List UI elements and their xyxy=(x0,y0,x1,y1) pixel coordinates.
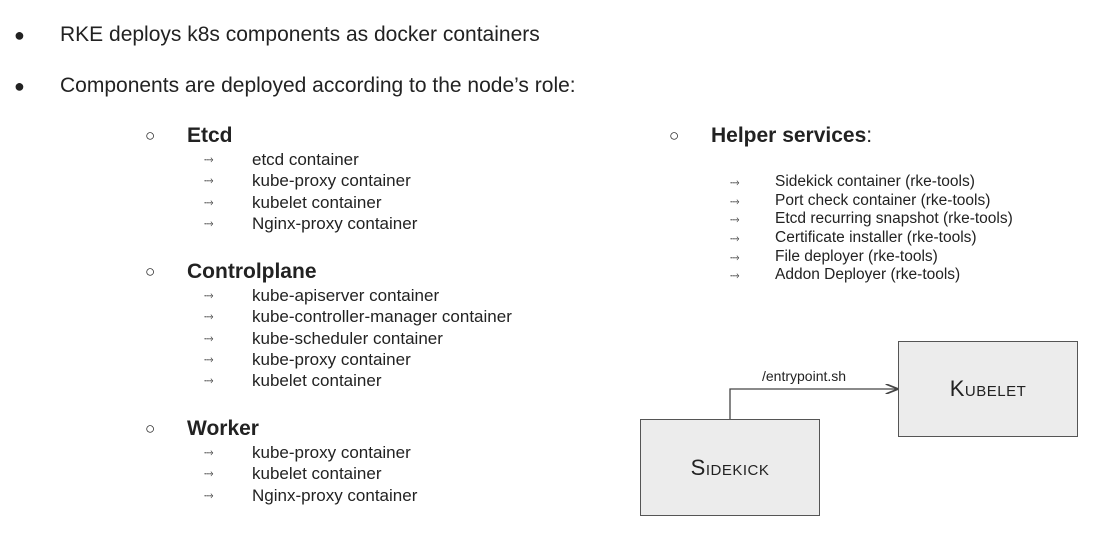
circle-bullet-icon: ○ xyxy=(145,419,156,438)
arrow-icon: ⤑ xyxy=(204,351,214,366)
arrow-icon: ⤑ xyxy=(730,268,740,283)
circle-bullet-icon: ○ xyxy=(145,126,156,145)
arrow-icon: ⤑ xyxy=(730,175,740,189)
arrow-icon: ⤑ xyxy=(204,466,214,481)
arrow-icon: ⤑ xyxy=(730,249,740,264)
section-title: Etcd xyxy=(187,124,233,147)
section-title: Controlplane xyxy=(187,260,317,283)
arrow-icon: ⤑ xyxy=(204,373,214,388)
bullet-text: RKE deploys k8s components as docker con… xyxy=(60,23,540,46)
box-label: Sidekick xyxy=(690,454,770,480)
circle-bullet-icon: ○ xyxy=(669,126,680,145)
bullet-text: Components are deployed according to the… xyxy=(60,74,576,97)
arrow-icon: ⤑ xyxy=(204,309,214,324)
arrow-icon: ⤑ xyxy=(204,445,214,459)
section-title: Worker xyxy=(187,417,259,440)
arrow-icon: ⤑ xyxy=(204,173,214,188)
arrow-icon: ⤑ xyxy=(204,215,214,230)
section-title: Helper services: xyxy=(711,124,873,147)
arrow-icon: ⤑ xyxy=(730,231,740,246)
circle-bullet-icon: ○ xyxy=(145,262,156,281)
entrypoint-connector-arrow xyxy=(729,389,897,420)
arrow-icon: ⤑ xyxy=(204,288,214,302)
arrow-icon: ⤑ xyxy=(204,487,214,502)
kubelet-box: Kubelet xyxy=(898,341,1078,437)
sidekick-box: Sidekick xyxy=(640,419,820,516)
box-label: Kubelet xyxy=(949,376,1027,401)
arrow-icon: ⤑ xyxy=(730,193,740,208)
arrow-icon: ⤑ xyxy=(204,152,214,166)
arrow-icon: ⤑ xyxy=(204,330,214,345)
connector-label: /entrypoint.sh xyxy=(762,368,847,384)
arrow-icon: ⤑ xyxy=(730,212,740,227)
bullet-dot-icon: ● xyxy=(14,76,25,96)
bullet-dot-icon: ● xyxy=(14,25,25,45)
arrow-icon: ⤑ xyxy=(204,194,214,209)
